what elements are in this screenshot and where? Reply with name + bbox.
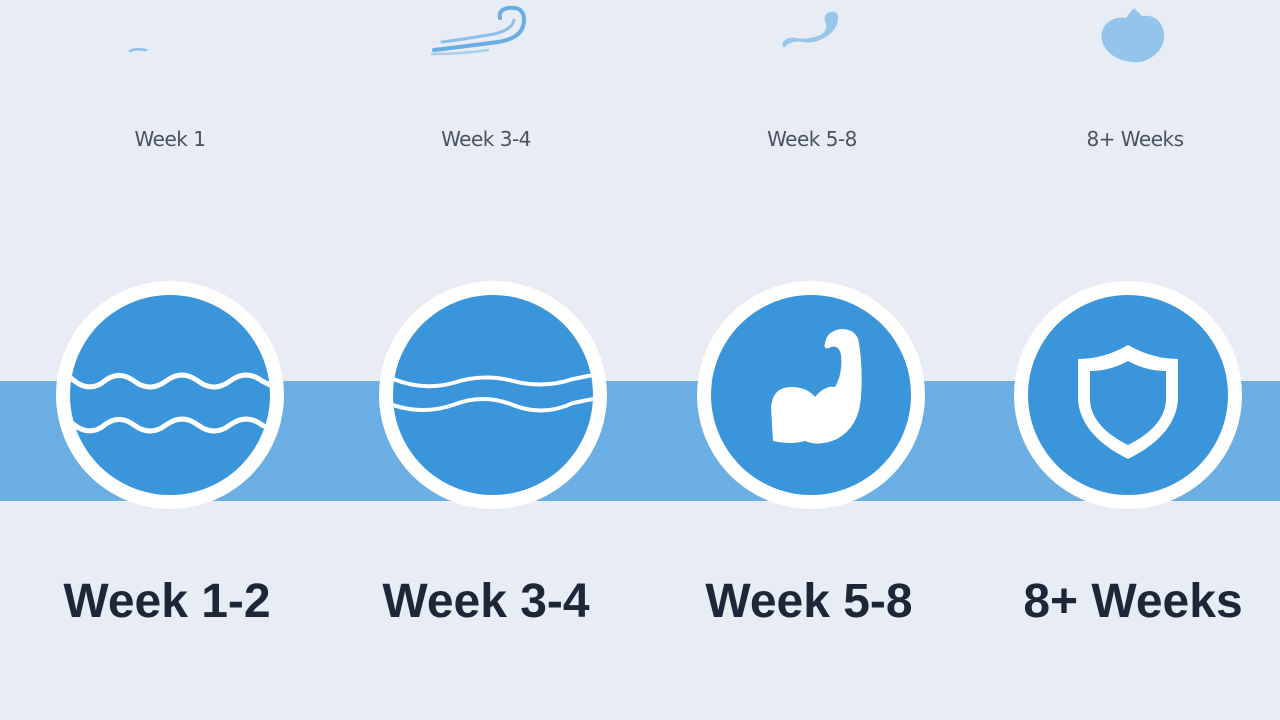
flexed-arm-icon	[771, 329, 862, 444]
stage-1-label: Week 1-2	[63, 575, 271, 628]
arm-outline-icon	[782, 11, 838, 49]
stage-1-circle	[56, 281, 284, 509]
stage-3-top-label: Week 5-8	[767, 127, 857, 151]
waves-icon	[70, 372, 270, 434]
stage-2-top-label: Week 3-4	[441, 127, 531, 151]
stage-4-circle	[1014, 281, 1242, 509]
stage-3-label: Week 5-8	[705, 575, 913, 628]
splash-dot-icon	[128, 47, 148, 53]
stage-2-circle	[379, 281, 607, 509]
stage-2-label: Week 3-4	[382, 575, 590, 628]
gentle-wave-icon	[393, 373, 593, 413]
stage-3-circle	[697, 281, 925, 509]
stage-4-top-label: 8+ Weeks	[1086, 127, 1184, 151]
stage-1-top-label: Week 1	[134, 127, 206, 151]
swirl-wave-icon	[430, 5, 527, 56]
shield-icon	[1078, 345, 1178, 459]
stage-4-label: 8+ Weeks	[1023, 575, 1243, 628]
droplet-shield-icon	[1101, 8, 1165, 63]
